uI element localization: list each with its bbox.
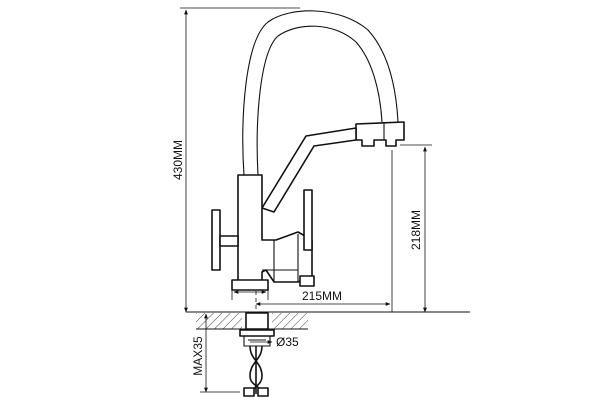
right-outlet: [299, 275, 315, 287]
countertop-right-hatch: [272, 313, 308, 329]
spout-head: [355, 121, 405, 147]
reach-label: 215MM: [302, 289, 342, 303]
hose-fitting-left: [243, 387, 255, 397]
height-dimension: 430MM: [171, 7, 300, 313]
mounting-assembly: [239, 312, 275, 397]
mounting-shank: [245, 312, 269, 330]
faucet-main-column: [237, 174, 313, 283]
spout-inner-curve: [256, 25, 383, 176]
faucet-body: [211, 10, 405, 291]
filter-arm: [261, 127, 357, 213]
max-thickness-label: MAX35: [191, 336, 205, 376]
reach-dimension: 215MM: [255, 150, 393, 312]
hose-fitting-right: [257, 387, 269, 397]
countertop: [186, 311, 470, 330]
diameter-label: Ø35: [276, 335, 299, 349]
mounting-bracket: [243, 335, 271, 347]
countertop-left-hatch: [196, 313, 242, 329]
faucet-base: [231, 279, 269, 291]
height-label: 430MM: [171, 140, 185, 180]
mounting-nut: [239, 329, 275, 337]
spout-height-dimension: 218MM: [400, 144, 432, 313]
left-handle: [211, 209, 221, 271]
spout-outer-curve: [242, 10, 399, 176]
diameter-dimension: Ø35: [250, 335, 299, 349]
spout-height-label: 218MM: [409, 210, 423, 250]
right-handle: [303, 189, 313, 251]
max-thickness-dimension: MAX35: [191, 313, 240, 393]
left-handle-stem: [219, 235, 239, 247]
